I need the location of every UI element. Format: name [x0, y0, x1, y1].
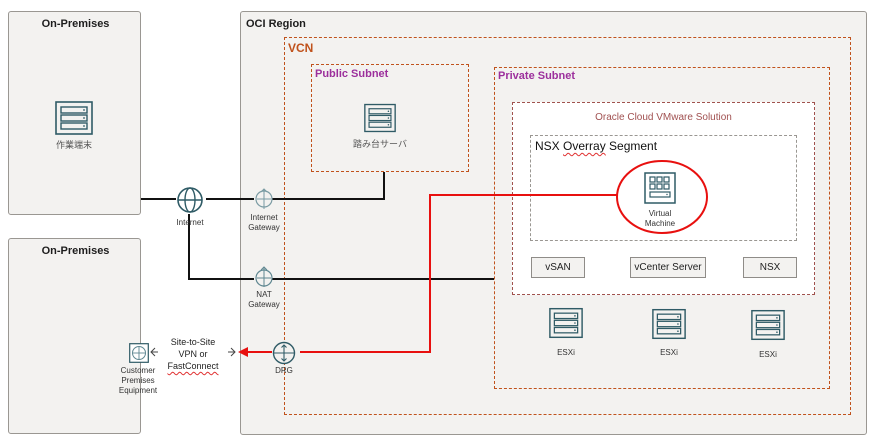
nat-gateway-icon [255, 266, 273, 287]
igw-label-line2: Gateway [248, 223, 280, 232]
nsx-segment-title-misspelled: Overray [563, 139, 606, 153]
vcn-container [284, 37, 851, 415]
esxi-host-label: ESXi [557, 348, 575, 357]
nsx-segment-title-prefix: NSX [535, 139, 564, 153]
bastion-server-icon [364, 103, 396, 133]
workstation-label: 作業端末 [55, 140, 92, 150]
red-arrowhead [238, 347, 248, 357]
cpe-label: Customer Premises Equipment [110, 366, 166, 396]
workstation-server-icon [55, 101, 93, 135]
nsx-component: NSX [743, 257, 797, 278]
cpe-label-line3: Equipment [118, 386, 158, 395]
nsx-segment-title: NSX Overray Segment [535, 139, 657, 153]
on-premises-bottom-title: On-Premises [41, 245, 110, 257]
drg-label: DRG [275, 366, 293, 375]
vsan-component: vSAN [531, 257, 585, 278]
on-premises-bottom-panel: On-Premises [8, 238, 141, 434]
esxi-host-icon [652, 308, 686, 340]
vpn-fastconnect-label: Site-to-Site VPN or FastConnect [158, 335, 228, 373]
internet-label: Internet [176, 218, 204, 227]
vm-highlight-ellipse [616, 160, 708, 234]
internet-gateway-label: Internet Gateway [238, 213, 290, 233]
esxi-host-label: ESXi [660, 348, 678, 357]
customer-premises-equipment-icon [129, 343, 149, 363]
bastion-server-label: 踏み台サーバ [353, 139, 407, 149]
private-subnet-title: Private Subnet [498, 70, 576, 82]
nat-gateway-label: NAT Gateway [238, 290, 290, 310]
esxi-host-label: ESXi [759, 350, 777, 359]
nat-label-line1: NAT [256, 290, 272, 299]
public-subnet-title: Public Subnet [315, 68, 389, 80]
esxi-host-icon [549, 307, 583, 339]
public-subnet-container [311, 64, 469, 172]
vpn-label-line3: FastConnect [167, 361, 219, 371]
vcenter-server-component: vCenter Server [630, 257, 706, 278]
igw-label-line1: Internet [250, 213, 278, 222]
vpn-label-line2: VPN or [178, 349, 208, 359]
internet-gateway-icon [255, 188, 273, 209]
drg-router-icon [272, 341, 296, 365]
esxi-host-icon [751, 309, 785, 341]
vpn-label-line1: Site-to-Site [170, 337, 216, 347]
nsx-segment-title-suffix: Segment [605, 139, 658, 153]
virtual-machine-icon [644, 172, 676, 204]
vm-label-line2: Machine [644, 219, 676, 228]
on-premises-top-panel: On-Premises [8, 11, 141, 215]
nat-label-line2: Gateway [248, 300, 280, 309]
private-subnet-container [494, 67, 830, 389]
vm-label-line1: Virtual [648, 209, 672, 218]
on-premises-top-title: On-Premises [41, 18, 110, 30]
cpe-label-line2: Premises [121, 376, 155, 385]
line-vm-to-drg [300, 194, 617, 353]
ocvs-title: Oracle Cloud VMware Solution [595, 112, 732, 123]
internet-globe-icon [177, 187, 203, 213]
vcn-title: VCN [288, 41, 314, 55]
line-internet-to-nat [188, 214, 254, 280]
oci-region-title: OCI Region [246, 18, 306, 30]
virtual-machine-label: Virtual Machine [630, 209, 690, 229]
line-igw-to-public-subnet [272, 172, 385, 200]
cpe-label-line1: Customer [120, 366, 156, 375]
